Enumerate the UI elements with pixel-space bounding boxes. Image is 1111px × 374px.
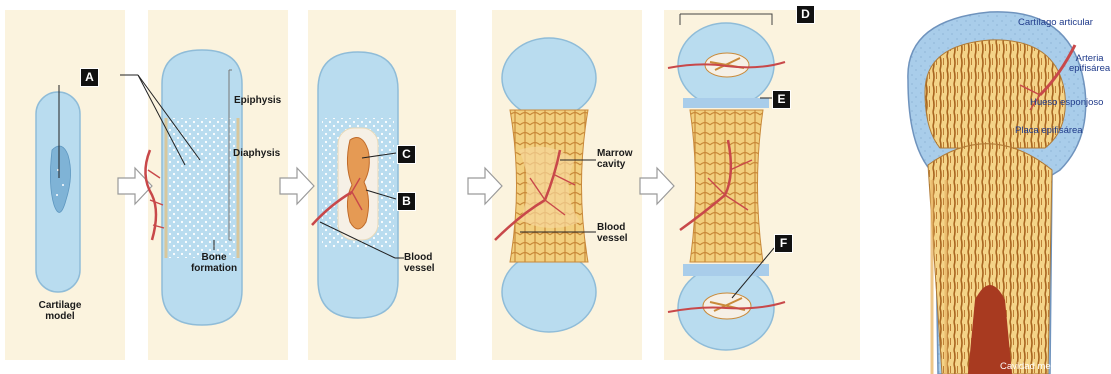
marrow-cavity-label: Marrow cavity (597, 148, 633, 170)
medullary-cavity-label: Cavidad medular (1000, 362, 1072, 372)
stage-5-secondary-ossification (668, 14, 785, 350)
badge-b: B (397, 192, 416, 211)
stage-1-cartilage-model (36, 85, 80, 292)
epiphyseal-artery-label: Arteria epifisárea (1069, 54, 1110, 74)
blood-vessel-stage-3-line-2: vessel (404, 263, 435, 274)
badge-c: C (397, 145, 416, 164)
badge-d: D (796, 5, 815, 24)
bone-formation-label-line-1: Bone (189, 252, 239, 263)
blood-vessel-stage-4-line-2: vessel (597, 233, 628, 244)
mature-long-bone-section (908, 12, 1086, 374)
cartilage-model-label: Cartilage model (30, 300, 90, 322)
bone-formation-label-line-2: formation (189, 263, 239, 274)
blood-vessel-stage-3-line-1: Blood (404, 252, 435, 263)
stage-4-marrow-cavity (495, 38, 596, 332)
epiphysis-label: Epiphysis (234, 95, 281, 106)
badge-a: A (80, 68, 99, 87)
blood-vessel-stage-4-line-1: Blood (597, 222, 628, 233)
articular-cartilage-label: Cartílago articular (1018, 18, 1093, 28)
marrow-cavity-line-1: Marrow (597, 148, 633, 159)
cartilage-model-label-line-1: Cartilage (30, 300, 90, 311)
blood-vessel-label-stage-3: Blood vessel (404, 252, 435, 274)
epiphyseal-artery-line-2: epifisárea (1069, 64, 1110, 74)
bone-formation-label: Bone formation (189, 252, 239, 274)
marrow-cavity-line-2: cavity (597, 159, 633, 170)
blood-vessel-label-stage-4: Blood vessel (597, 222, 628, 244)
cartilage-model-label-line-2: model (30, 311, 90, 322)
badge-f: F (774, 234, 793, 253)
epiphyseal-plate-label: Placa epifisárea (1015, 126, 1083, 136)
spongy-bone-label: Hueso esponjoso (1030, 98, 1103, 108)
stage-3-primary-ossification (312, 52, 404, 318)
diaphysis-label: Diaphysis (233, 148, 280, 159)
badge-e: E (772, 90, 791, 109)
